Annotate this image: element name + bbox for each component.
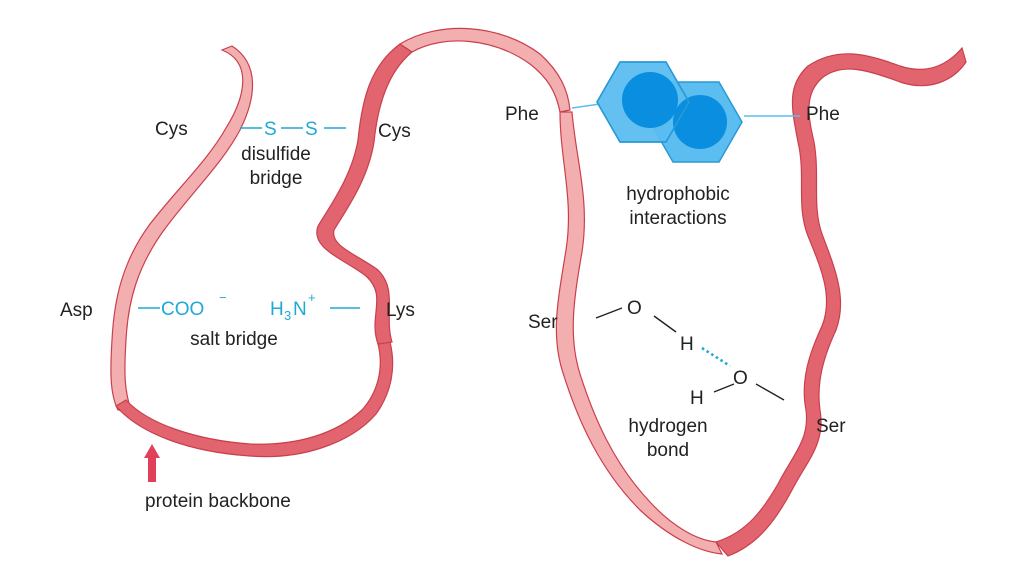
residue-label-phe-right: Phe <box>806 104 840 125</box>
ser-left-to-oxygen <box>595 307 623 319</box>
ammonium-n: N <box>293 299 307 320</box>
hydrophobic-interaction: hydrophobic interactions <box>571 61 800 229</box>
disulfide-caption-line1: disulfide <box>241 144 311 165</box>
backbone-segment-middle-strand <box>316 43 414 345</box>
oxygen-hydrogen-bond-1 <box>653 315 677 333</box>
ammonium-subscript: 3 <box>284 308 291 323</box>
backbone-segment-right-loop-right-strand <box>714 46 967 557</box>
residue-label-phe-left: Phe <box>505 104 539 125</box>
residue-label-ser-left: Ser <box>528 312 558 333</box>
backbone-segment-right-loop-left-strand <box>555 111 724 555</box>
ammonium-h: H <box>270 299 284 320</box>
oxygen-to-ser-right <box>755 383 785 401</box>
backbone-segment-left-bottom <box>115 341 394 458</box>
hydrogen-bond: O H O H hydrogen bond <box>595 298 785 461</box>
protein-backbone-label: protein backbone <box>145 491 291 512</box>
salt-bridge: COO − H 3 N + salt bridge <box>138 290 360 350</box>
hydrogen-bond-caption-line1: hydrogen <box>628 416 707 437</box>
hydrogen-bond-caption-line2: bond <box>647 440 689 461</box>
protein-backbone-ribbon <box>110 27 967 557</box>
ammonium-charge: + <box>308 290 316 305</box>
residue-label-asp: Asp <box>60 300 93 321</box>
hydrogen-bond-dotted <box>701 346 731 368</box>
arrow-shaft <box>148 456 156 482</box>
backbone-segment-left-strand <box>110 45 254 413</box>
disulfide-bridge: S S disulfide bridge <box>240 119 346 189</box>
residue-label-lys: Lys <box>386 300 415 321</box>
carboxylate-group: COO <box>161 299 204 320</box>
residue-label-cys-left: Cys <box>155 119 188 140</box>
oxygen-atom-1: O <box>627 298 642 319</box>
hydrophobic-caption-line1: hydrophobic <box>626 184 730 205</box>
benzene-ring-icon <box>596 61 743 163</box>
oxygen-atom-2: O <box>733 368 748 389</box>
up-arrow-icon <box>144 444 160 482</box>
backbone-segment-top-arch <box>398 27 571 113</box>
carboxylate-charge: − <box>219 290 227 305</box>
hydrogen-atom-2: H <box>690 388 704 409</box>
salt-bridge-caption: salt bridge <box>190 329 278 350</box>
phe-left-connector <box>571 103 601 109</box>
oxygen-hydrogen-bond-2 <box>713 383 735 393</box>
sulfur-atom-1: S <box>264 119 277 140</box>
disulfide-caption-line2: bridge <box>250 168 303 189</box>
hydrogen-atom-1: H <box>680 334 694 355</box>
residue-label-cys-right: Cys <box>378 121 411 142</box>
arrow-head <box>144 444 160 458</box>
sulfur-atom-2: S <box>305 119 318 140</box>
residue-label-ser-right: Ser <box>816 416 846 437</box>
phenyl-ring-front-outline <box>596 61 690 143</box>
hydrophobic-caption-line2: interactions <box>629 208 726 229</box>
phenyl-ring-back-core <box>673 95 727 149</box>
phenyl-ring-front-core <box>622 72 678 128</box>
